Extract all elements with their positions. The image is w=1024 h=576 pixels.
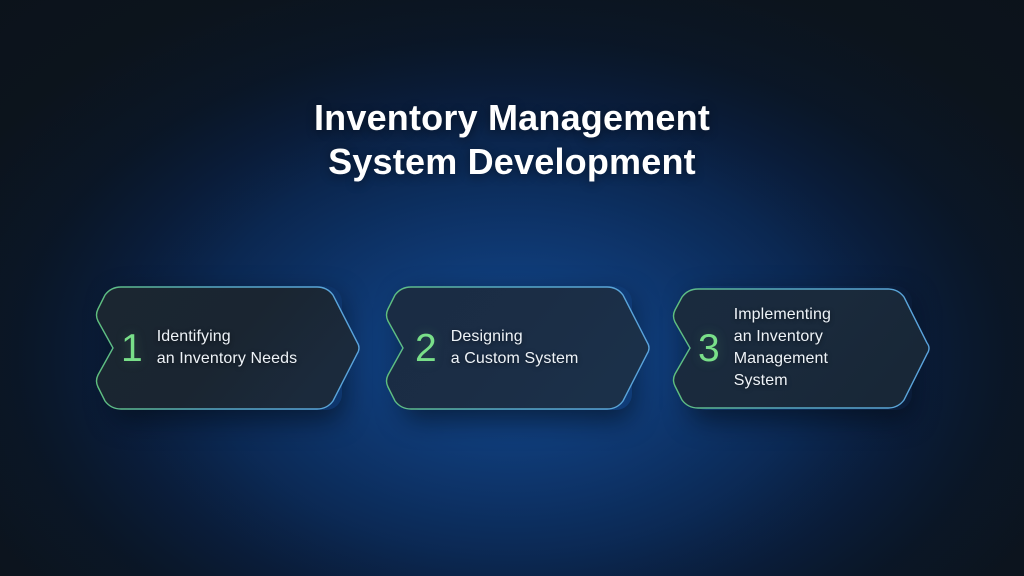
step-3-content: 3 Implementing an Inventory Management S… bbox=[672, 280, 930, 416]
step-3-number: 3 bbox=[698, 326, 720, 370]
page-title-line-1: Inventory Management bbox=[313, 97, 711, 138]
step-2-number: 2 bbox=[415, 326, 437, 370]
step-2-content: 2 Designing a Custom System bbox=[385, 280, 650, 416]
step-3-label-line-2: an Inventory bbox=[733, 328, 823, 345]
step-2-label: Designing a Custom System bbox=[451, 326, 579, 370]
step-3-label-line-1: Implementing bbox=[733, 306, 831, 323]
step-1-label: Identifying an Inventory Needs bbox=[157, 326, 298, 370]
step-1-label-line-1: Identifying bbox=[156, 328, 231, 345]
step-1-number: 1 bbox=[121, 326, 143, 370]
step-2-label-line-2: a Custom System bbox=[450, 350, 579, 367]
step-1-hexagon-icon bbox=[95, 286, 360, 410]
process-step-3[interactable]: 3 Implementing an Inventory Management S… bbox=[672, 280, 930, 416]
step-3-hexagon-icon bbox=[672, 288, 930, 409]
step-2-label-line-1: Designing bbox=[450, 328, 523, 345]
process-step-2[interactable]: 2 Designing a Custom System bbox=[385, 280, 650, 416]
step-1-content: 1 Identifying an Inventory Needs bbox=[95, 280, 360, 416]
step-1-label-line-2: an Inventory Needs bbox=[156, 350, 298, 367]
step-2-hexagon-icon bbox=[385, 286, 650, 410]
page-title-line-2: System Development bbox=[328, 141, 696, 182]
step-3-label: Implementing an Inventory Management Sys… bbox=[734, 304, 831, 392]
process-step-1[interactable]: 1 Identifying an Inventory Needs bbox=[95, 280, 360, 416]
step-3-label-line-3: Management bbox=[733, 350, 829, 367]
process-steps: 1 Identifying an Inventory Needs bbox=[0, 280, 1024, 416]
page-title: Inventory Management System Development bbox=[0, 96, 1024, 184]
step-3-label-line-4: System bbox=[733, 372, 788, 389]
